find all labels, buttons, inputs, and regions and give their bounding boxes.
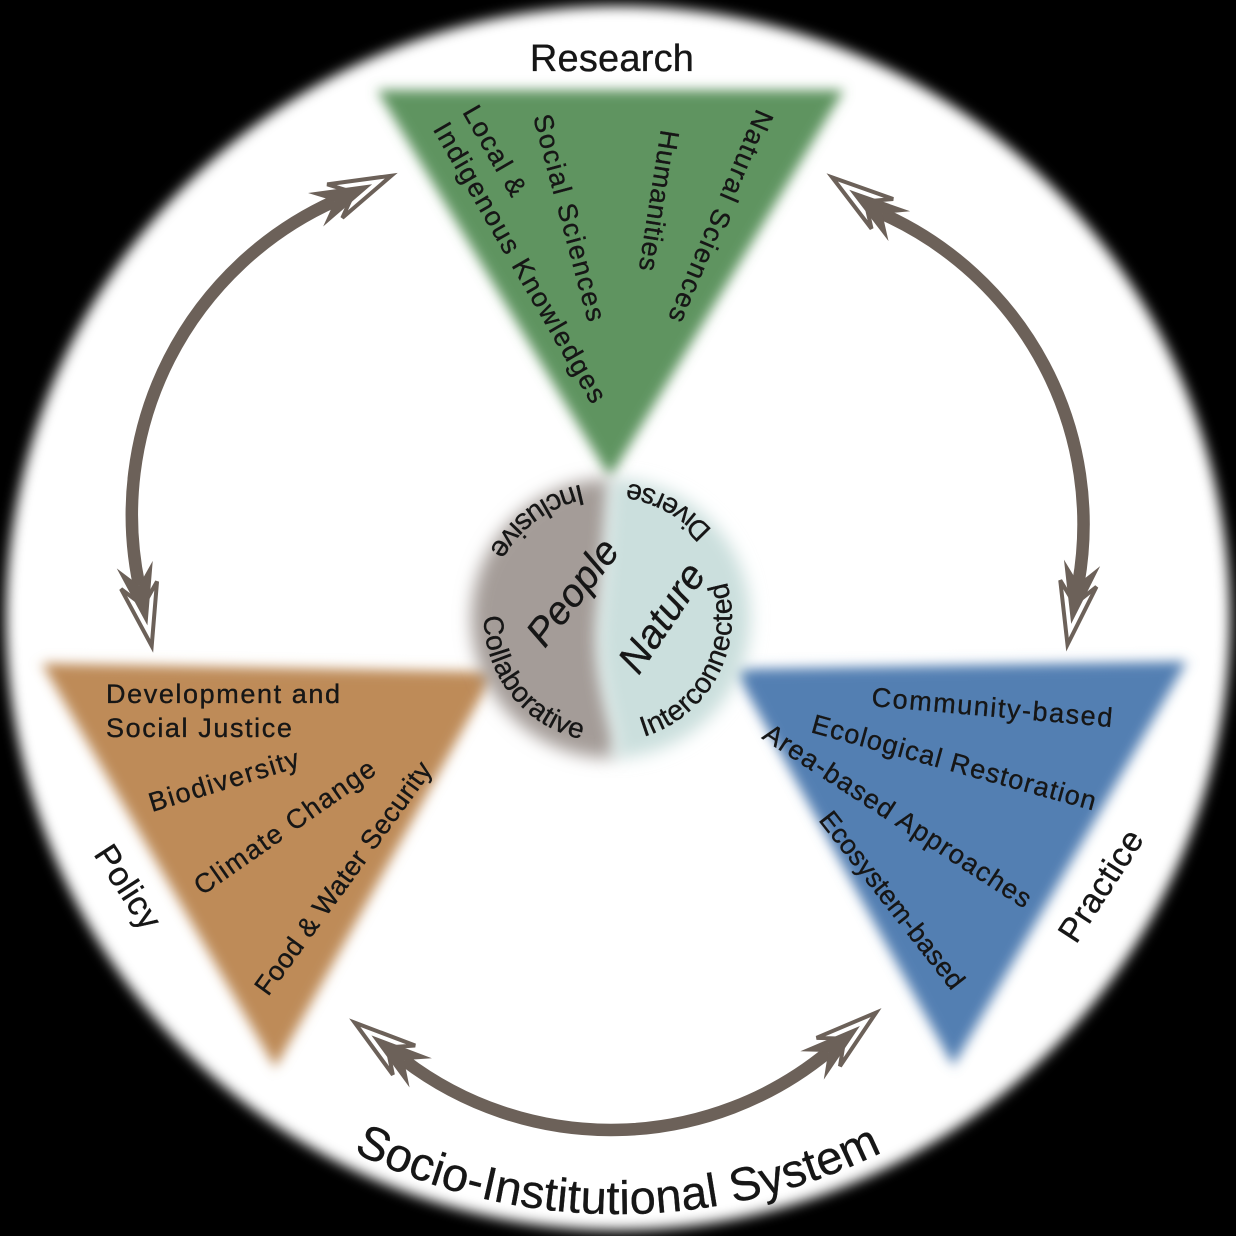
svg-text:Research: Research — [530, 38, 694, 80]
